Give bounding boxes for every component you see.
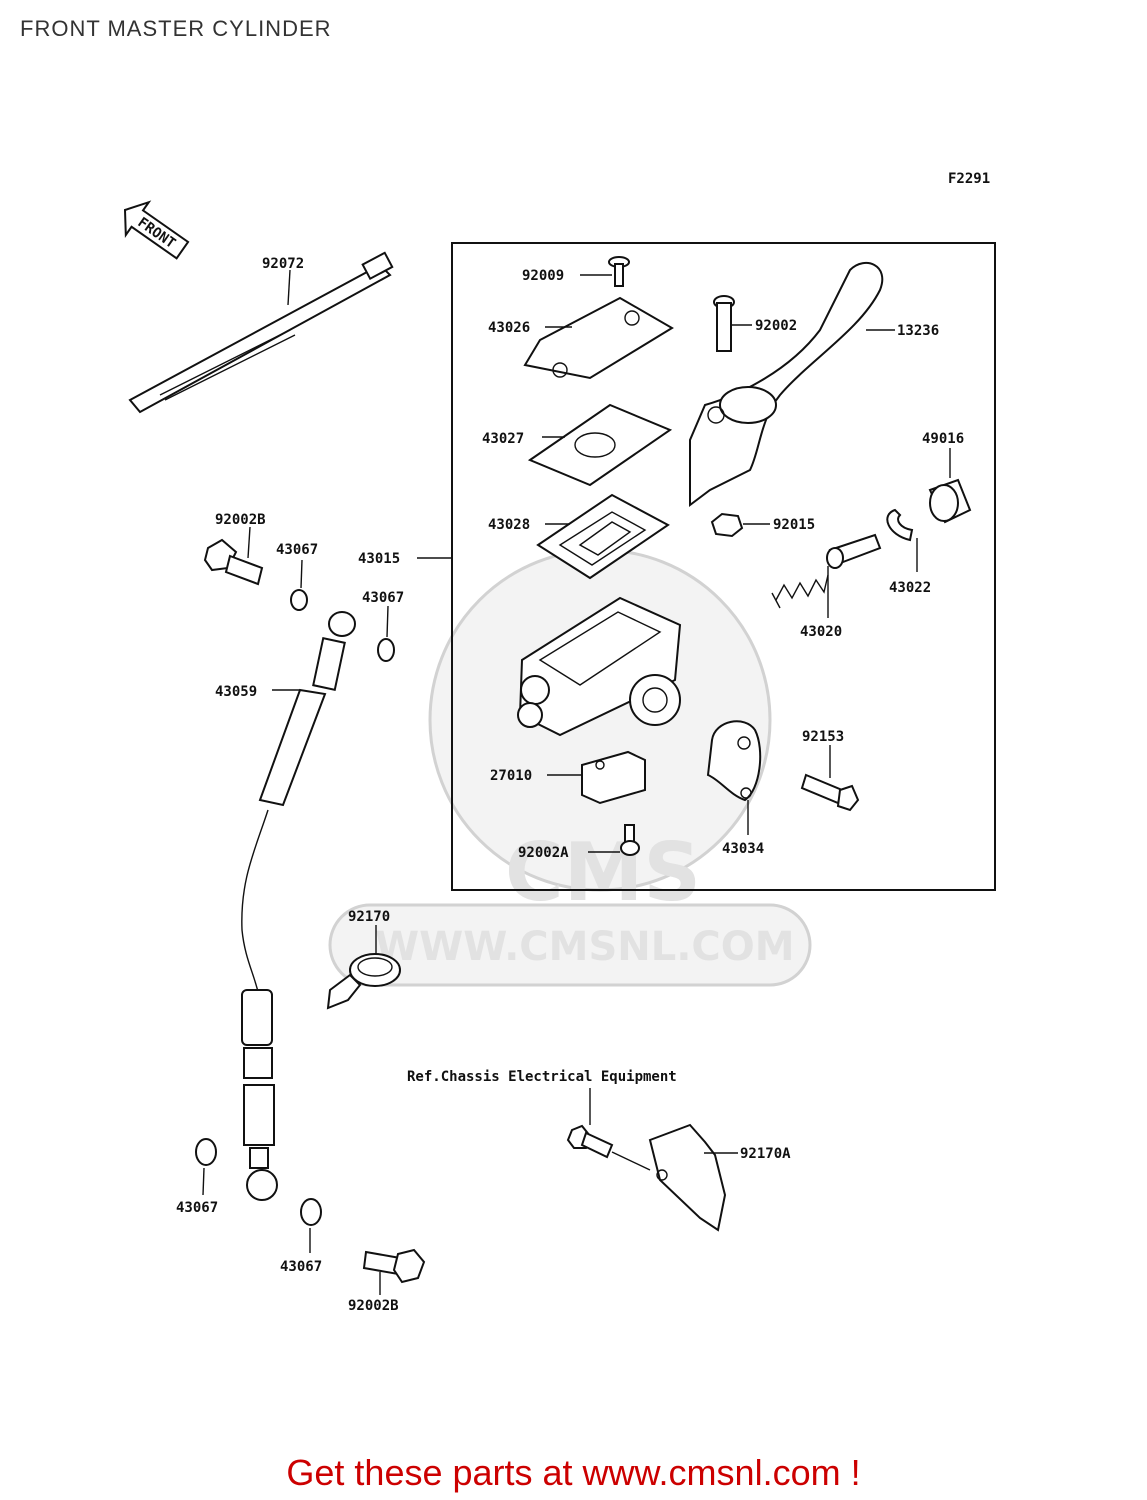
banjo-bolt-lower	[362, 1248, 426, 1284]
switch-screw	[620, 824, 640, 856]
hose-bracket	[648, 1123, 727, 1232]
master-cylinder-assembly-box	[451, 242, 996, 891]
reservoir-seal	[536, 493, 670, 580]
callout-43026: 43026	[488, 320, 530, 336]
watermark: CMS WWW.CMSNL.COM	[328, 548, 812, 987]
callout-49016: 49016	[922, 431, 964, 447]
callout-43059: 43059	[215, 684, 257, 700]
callout-92002: 92002	[755, 318, 797, 334]
piston-circlip	[886, 508, 914, 542]
reservoir-cap	[523, 296, 674, 380]
footer-promo-link[interactable]: Get these parts at www.cmsnl.com !	[286, 1452, 861, 1493]
callout-43028: 43028	[488, 517, 530, 533]
callout-13236: 13236	[897, 323, 939, 339]
page-title: FRONT MASTER CYLINDER	[20, 16, 332, 41]
reservoir-cap-screw	[608, 256, 630, 287]
copper-washer-lower-b	[300, 1198, 322, 1226]
callout-43027: 43027	[482, 431, 524, 447]
hose-clamp	[326, 953, 401, 1010]
callout-43067-a: 43067	[276, 542, 318, 558]
callout-43067-d: 43067	[280, 1259, 322, 1275]
callout-43067-b: 43067	[362, 590, 404, 606]
callout-92170A: 92170A	[740, 1146, 791, 1162]
lever-pivot-bolt	[713, 295, 735, 352]
master-cylinder-body	[517, 596, 682, 737]
brake-light-switch	[581, 750, 646, 805]
callout-43015: 43015	[358, 551, 400, 567]
callout-43034: 43034	[722, 841, 764, 857]
callout-43067-c: 43067	[176, 1200, 218, 1216]
callout-92153: 92153	[802, 729, 844, 745]
callout-27010: 27010	[490, 768, 532, 784]
cable-tie-strap	[128, 251, 394, 414]
dust-boot	[928, 478, 972, 524]
callout-92002A: 92002A	[518, 845, 569, 861]
banjo-bolt-upper	[203, 538, 264, 586]
copper-washer-upper-a	[290, 589, 308, 611]
brake-hose	[241, 611, 356, 1201]
clamp-screw	[800, 773, 860, 812]
handlebar-clamp	[706, 720, 762, 802]
diaphragm-plate	[527, 403, 673, 487]
callout-92009: 92009	[522, 268, 564, 284]
front-direction-tag: FRONT	[123, 200, 190, 260]
copper-washer-upper-b	[377, 638, 395, 662]
callout-92170: 92170	[348, 909, 390, 925]
figure-code: F2291	[948, 171, 990, 187]
callout-43022: 43022	[889, 580, 931, 596]
callout-92002B-upper: 92002B	[215, 512, 266, 528]
lever-pivot-nut	[710, 512, 744, 538]
callout-92072: 92072	[262, 256, 304, 272]
callout-43020: 43020	[800, 624, 842, 640]
reference-note: Ref.Chassis Electrical Equipment	[407, 1069, 677, 1085]
callout-92015: 92015	[773, 517, 815, 533]
watermark-url-text: WWW.CMSNL.COM	[375, 924, 795, 970]
bracket-bolt	[566, 1124, 614, 1159]
copper-washer-lower-a	[195, 1138, 217, 1166]
callout-92002B-lower: 92002B	[348, 1298, 399, 1314]
brake-lever	[689, 261, 884, 507]
parts-diagram: CMS WWW.CMSNL.COM F2291 FRONT 92072 9200…	[123, 171, 996, 1314]
piston-assembly	[771, 533, 882, 609]
